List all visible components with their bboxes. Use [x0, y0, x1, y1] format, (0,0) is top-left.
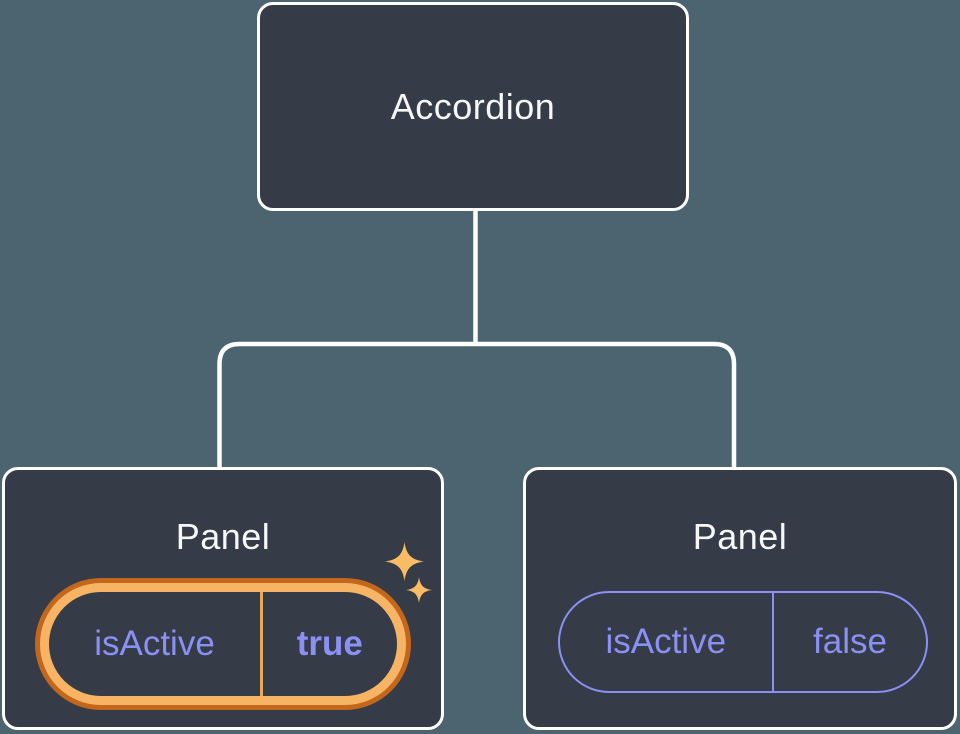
node-accordion-label: Accordion: [390, 85, 556, 127]
connector-bracket: [217, 341, 737, 470]
node-panel-inactive: Panel isActive false: [523, 467, 957, 730]
state-pill-divider: [771, 593, 774, 691]
node-accordion: Accordion: [257, 2, 689, 211]
state-key-label: isActive: [94, 624, 215, 663]
state-value-label: false: [813, 622, 887, 661]
state-pill-divider: [260, 592, 263, 696]
state-pill-active: isActive true: [40, 583, 406, 705]
node-panel-active: Panel isActive true: [2, 467, 444, 730]
state-key-label: isActive: [605, 622, 727, 661]
node-panel-inactive-label: Panel: [692, 516, 788, 557]
state-pill-inactive: isActive false: [558, 591, 928, 693]
node-panel-active-label: Panel: [175, 516, 271, 557]
state-value-label: true: [296, 624, 363, 663]
